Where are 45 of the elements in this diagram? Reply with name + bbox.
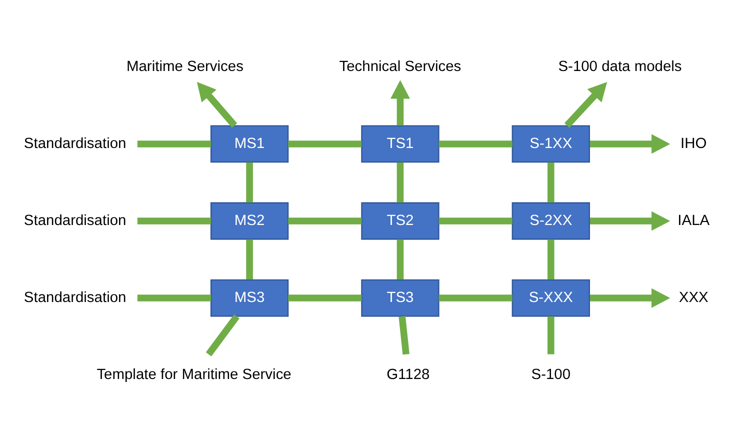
node-box: TS3 (361, 278, 440, 316)
arrow (564, 82, 608, 128)
connector (137, 217, 211, 224)
connector (288, 294, 362, 301)
node-box: MS3 (210, 278, 289, 316)
connector (137, 140, 211, 147)
node-text: S-100 data models (558, 58, 682, 74)
connector (288, 140, 362, 147)
node-box: TS2 (361, 202, 440, 240)
node-box: MS1 (210, 124, 289, 162)
node-text: Standardisation (24, 212, 126, 228)
node-text: Technical Services (339, 58, 462, 74)
connector (246, 238, 253, 280)
node-text: IHO (680, 135, 707, 152)
node-text: Standardisation (24, 289, 126, 306)
connector (396, 162, 404, 202)
node-box: TS1 (361, 124, 440, 162)
node-text: Maritime Services (126, 58, 244, 74)
connector (288, 217, 362, 224)
node-text: Standardisation (24, 135, 126, 152)
connector (438, 217, 512, 224)
connector (137, 294, 211, 301)
node-text: G1128 (386, 366, 430, 382)
connector (548, 162, 554, 202)
node-box: S-XXX (512, 278, 590, 316)
node-text: S-100 (531, 366, 571, 382)
node-text: XXX (678, 289, 708, 306)
node-box: S-1XX (512, 124, 590, 162)
arrow (196, 81, 238, 128)
connector (246, 162, 253, 202)
arrow (590, 134, 670, 154)
node-box: MS2 (210, 202, 289, 240)
connector (548, 316, 554, 354)
arrow (590, 210, 670, 230)
node-box: S-2XX (512, 202, 590, 240)
node-text: IALA (678, 212, 710, 228)
node-text: Template for Maritime Service (96, 366, 292, 382)
arrow (590, 288, 670, 308)
connector (438, 140, 512, 147)
connector (206, 314, 240, 356)
connector (438, 294, 512, 301)
arrow (390, 80, 410, 125)
connector (396, 238, 404, 280)
connector (398, 316, 410, 354)
connector (548, 238, 554, 280)
